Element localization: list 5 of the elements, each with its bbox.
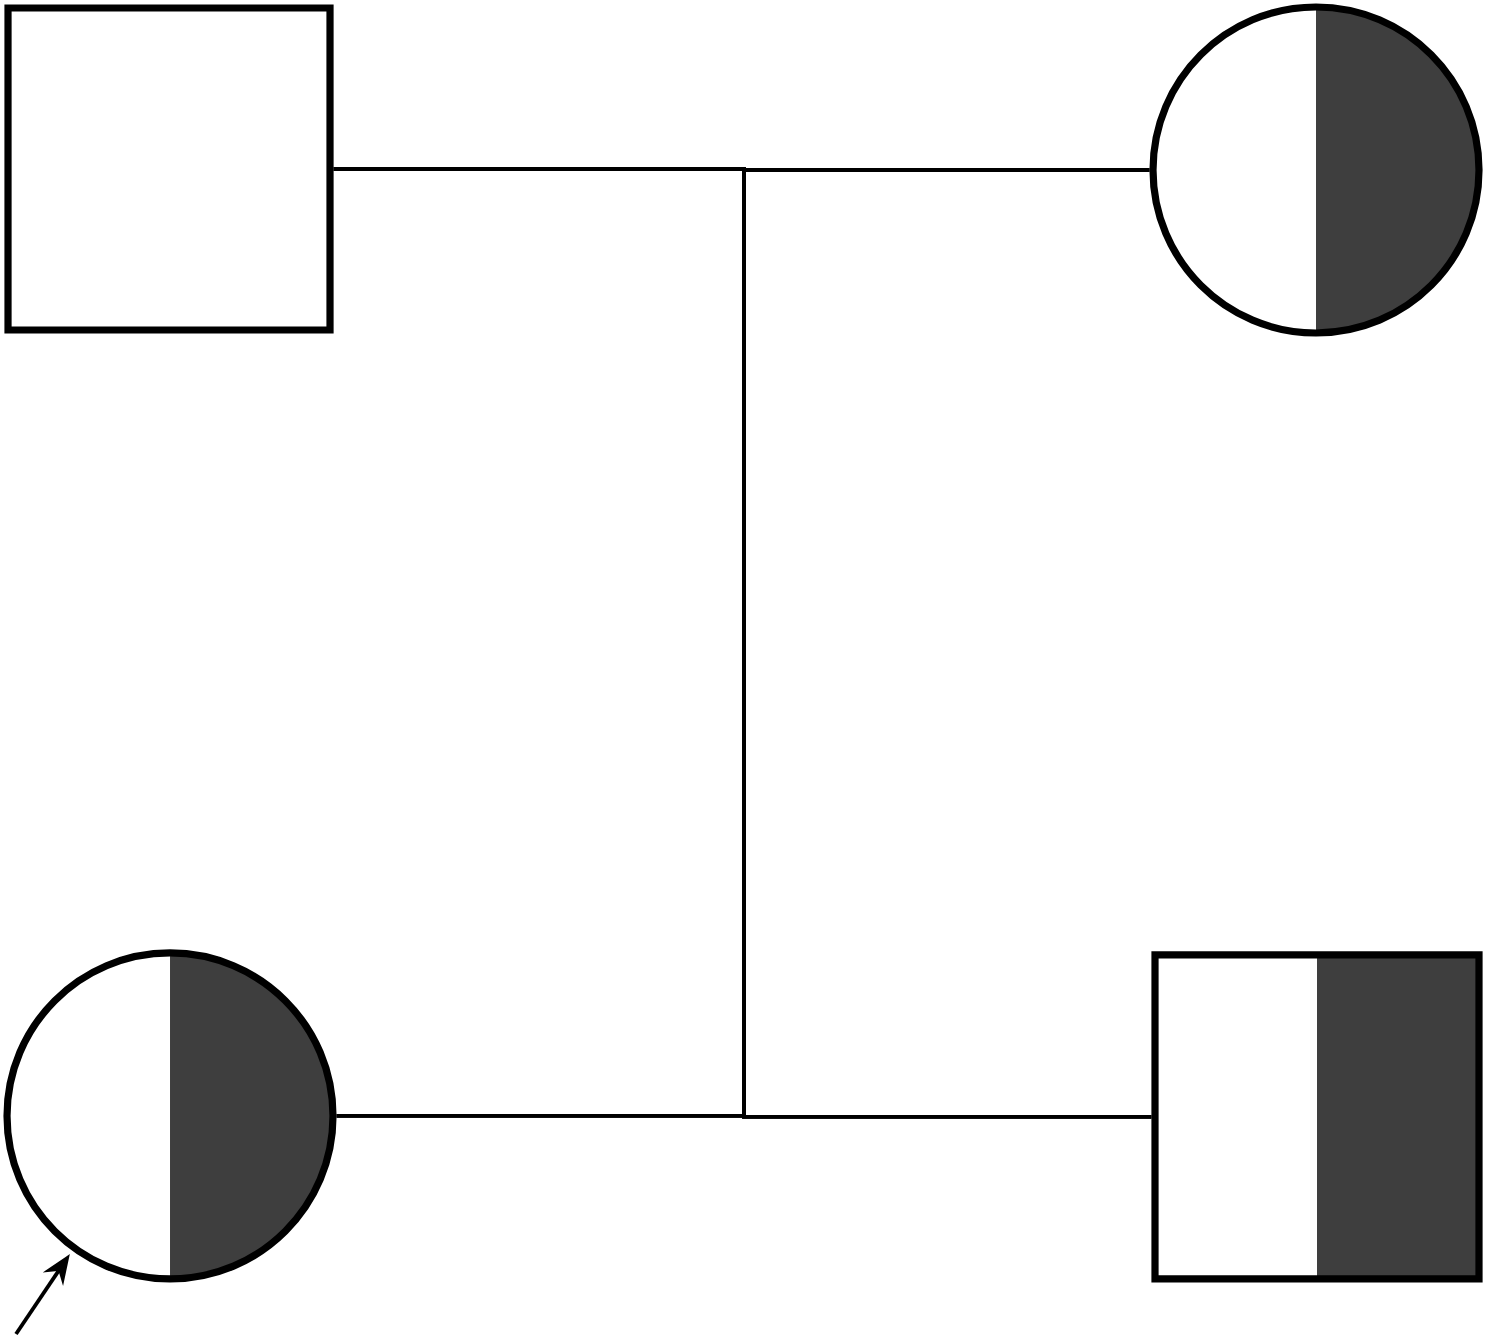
half-shaded-square bbox=[1151, 951, 1483, 1283]
half-shaded-circle bbox=[1149, 3, 1483, 337]
square-symbol bbox=[4, 4, 334, 334]
pedigree-line bbox=[742, 168, 1152, 1119]
half-shaded-circle bbox=[3, 949, 337, 1283]
